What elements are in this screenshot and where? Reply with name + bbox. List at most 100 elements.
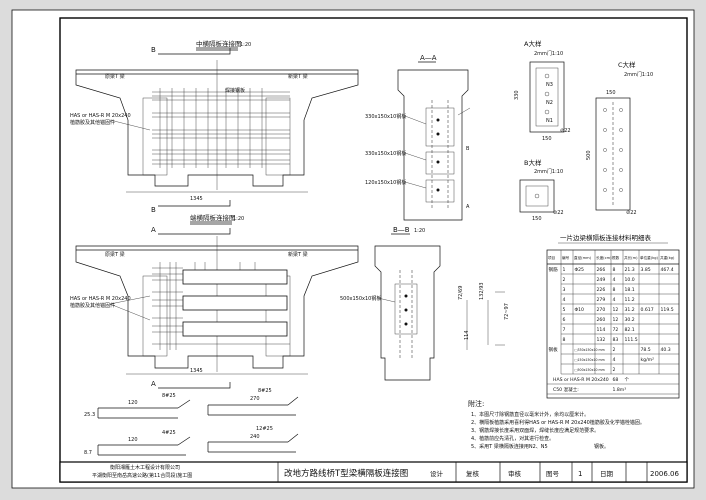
svg-text:150: 150 [606,90,616,96]
cut-label-b-bottom: B [151,206,156,214]
svg-text:1:20: 1:20 [414,228,425,234]
table-cell: 40.3 [661,347,671,353]
table-cell: 0.617 [641,307,654,313]
svg-text:120: 120 [128,437,138,443]
table-cell: 7 [563,327,566,333]
svg-text:150: 150 [532,216,542,222]
table-cell: 3.85 [641,267,651,273]
svg-text:2mm门1:10: 2mm门1:10 [534,50,563,57]
table-cell: 4 [613,297,616,303]
table-cell: 3 [563,287,566,293]
mid-rebar-hatch [152,88,290,168]
end-view-scale: 1:20 [233,216,244,222]
table-cell: 4 [613,277,616,283]
svg-text:150: 150 [542,136,552,142]
table-cell: □330x150x10 mm [575,348,605,352]
project-name: 平湖衡阳至南岳高速公路(第11合同段)施工图 [92,472,192,479]
end-dim-label: 1345 [190,368,203,374]
table-cell: 31.2 [625,307,635,313]
mid-anchor-label: HAS or HAS-R M 20x240 [70,113,131,119]
mid-dim-label: 1345 [190,196,203,202]
svg-text:25.3: 25.3 [84,412,95,418]
svg-text:钢板。: 钢板。 [594,443,609,450]
svg-text:4、植筋前应先清孔，对其进行检查。: 4、植筋前应先清孔，对其进行检查。 [471,435,554,442]
svg-text:72/69: 72/69 [458,286,464,300]
mid-right-beam-label: 新梁T 梁 [288,73,308,80]
table-cell: 83 [613,337,619,343]
svg-text:500x150x10钢板: 500x150x10钢板 [340,295,381,302]
table-header-cell: 项目 [548,255,555,260]
mid-view-title: 中横隔板连接图 [196,39,242,48]
section-aa: A—A 330x150x10钢板 330x150x10钢板 120x150x10… [365,54,471,221]
table-title: 一片边梁横隔板连接材料明细表 [560,233,652,242]
table-cell: kg/m² [641,357,655,363]
svg-text:114: 114 [464,330,470,340]
table-cell: 8 [563,337,566,343]
svg-text:N2: N2 [546,100,553,106]
cut-label-a-bottom: A [151,380,156,388]
svg-text:C大样: C大样 [618,60,636,69]
mid-weld-label: 焊接钢板 [225,87,245,94]
table-cell: □500x150x10 mm [575,368,605,372]
table-cell: 8 [613,267,616,273]
svg-text:120x150x10钢板: 120x150x10钢板 [365,179,406,186]
end-right-beam-label: 新梁T 梁 [288,251,308,258]
org-name: 衡阳湘雁土木工程设计有限公司 [110,464,180,471]
table-cell: 467.4 [661,267,674,273]
table-cell: 2 [613,367,616,373]
svg-text:⊘22: ⊘22 [626,210,637,216]
table-cell: 266 [597,267,606,273]
table-cell: 2 [563,277,566,283]
table-header-cell: 编号 [562,255,570,260]
table-cell: 18.1 [625,287,635,293]
svg-text:500: 500 [586,150,592,160]
detail-b: B大样 2mm门1:10 150 ⊘22 [519,158,564,222]
table-cell: HAS or HAS-R M 20x240 [553,377,609,383]
drawing-name: 改地方路线桥T型梁横隔板连接图 [284,468,408,479]
svg-text:4#25: 4#25 [162,430,176,436]
table-cell: 68 [613,377,619,383]
svg-text:⊘22: ⊘22 [553,210,564,216]
table-cell: 279 [597,297,606,303]
cut-label-a-top: A [151,226,156,234]
svg-text:N3: N3 [546,82,553,88]
svg-text:5、采用T 梁横隔板连接用N2、N5: 5、采用T 梁横隔板连接用N2、N5 [471,443,548,450]
table-cell: 78.5 [641,347,651,353]
detail-c: C大样 2mm门1:10 500 150 ⊘22 [586,60,653,216]
table-cell: 4 [613,357,616,363]
svg-text:12#25: 12#25 [256,426,273,432]
no-value: 1 [578,470,582,478]
svg-text:⊘22: ⊘22 [560,128,571,134]
table-cell: 12 [613,317,619,323]
end-anchor-label: HAS or HAS-R M 20x240 [70,296,131,302]
table-cell: 114 [597,327,606,333]
table-cell: 132 [597,337,606,343]
svg-text:8.7: 8.7 [84,450,92,456]
end-anchor-note: 植筋胶及其他锚固件 [70,302,115,309]
table-cell: 12 [613,307,619,313]
table-header-cell: 共长(m) [624,255,638,260]
svg-text:132/93: 132/93 [479,282,485,300]
svg-text:2mm门1:10: 2mm门1:10 [624,71,653,78]
table-cell: 82.1 [625,327,635,333]
table-cell: 个 [625,377,630,383]
mid-left-beam-label: 原梁T 梁 [105,73,125,80]
table-cell: 11.2 [625,297,635,303]
svg-text:330x150x10钢板: 330x150x10钢板 [365,113,406,120]
table-header-cell: 共重(kg) [660,255,675,260]
table-header-cell: 根数 [612,255,620,260]
end-diaphragm-view: 端横隔板连接图 1:20 A [70,213,359,389]
table-header-cell: 直径(mm) [574,255,592,260]
table-cell: □150x150x10 mm [575,358,605,362]
svg-text:2、横隔板植筋采用喜利得HAS or HAS-R M 20x: 2、横隔板植筋采用喜利得HAS or HAS-R M 20x240植筋胶及化学锚… [471,419,645,426]
svg-text:N1: N1 [546,118,553,124]
rebar-details: 8#25 120 25.3 8#25 270 4#25 120 8.7 12#2… [84,388,299,456]
table-cell: 249 [597,277,606,283]
table-cell: Φ25 [575,267,585,273]
date-label: 日期 [600,470,614,478]
table-cell: Φ10 [575,307,585,313]
aa-title: A—A [420,54,437,62]
material-table: 一片边梁横隔板连接材料明细表 项目编号直径(mm)长度(cm)根数共长(m)单位… [546,233,680,399]
end-view-title: 端横隔板连接图 [190,213,236,222]
